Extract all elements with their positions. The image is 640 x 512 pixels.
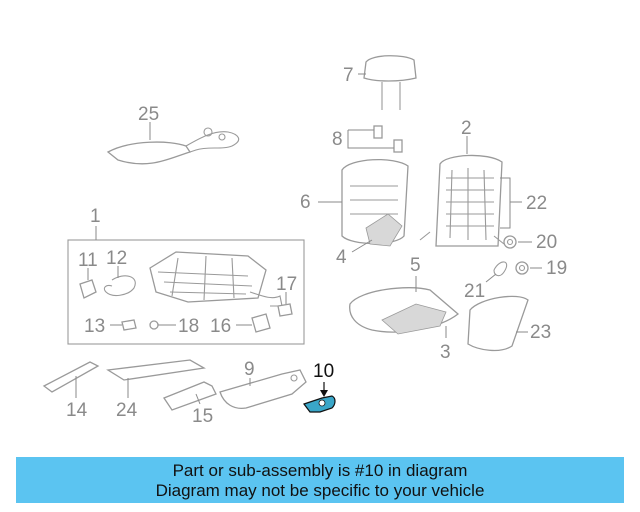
callout-1: 1 xyxy=(90,206,101,227)
part-24-pad xyxy=(106,359,206,398)
callout-12: 12 xyxy=(106,248,127,269)
callout-6: 6 xyxy=(300,192,311,213)
callout-20: 20 xyxy=(536,232,557,253)
callout-8: 8 xyxy=(332,129,343,150)
part-5-cushion-cover xyxy=(349,276,460,335)
callout-11: 11 xyxy=(78,250,98,271)
part-6-seatback-cover xyxy=(318,158,409,247)
callout-18: 18 xyxy=(178,316,199,337)
part-17-knob xyxy=(277,292,293,317)
part-1-cushion-frame-box xyxy=(67,226,305,345)
callout-19: 19 xyxy=(546,258,567,279)
callout-4: 4 xyxy=(336,247,347,268)
callout-22: 22 xyxy=(526,193,547,214)
part-10-highlighted-knob[interactable] xyxy=(303,382,336,413)
callout-9: 9 xyxy=(244,359,255,380)
banner-line-1: Part or sub-assembly is #10 in diagram xyxy=(172,461,468,480)
part-2-seatback-frame xyxy=(419,136,505,247)
part-18-bolt xyxy=(149,320,176,330)
seat-parts-diagram: 25 1 11 12 13 18 16 xyxy=(42,55,567,427)
part-16-motor xyxy=(236,313,271,333)
callout-2: 2 xyxy=(461,118,472,139)
part-12-cable xyxy=(103,266,136,297)
callout-13: 13 xyxy=(84,316,105,337)
part-9-side-trim xyxy=(219,369,307,410)
part-21-clip xyxy=(485,261,508,283)
callout-16: 16 xyxy=(210,316,231,337)
part-14-trim-strip xyxy=(42,361,100,398)
callout-21: 21 xyxy=(464,281,485,302)
callout-24: 24 xyxy=(116,400,138,421)
callout-3: 3 xyxy=(440,342,451,363)
part-25-wire-harness xyxy=(106,127,240,165)
part-19-cap xyxy=(515,261,542,275)
part-20-nut xyxy=(503,235,532,249)
callout-10[interactable]: 10 xyxy=(313,361,334,382)
callout-14: 14 xyxy=(66,400,88,421)
callout-15: 15 xyxy=(192,406,213,427)
part-23-back-panel xyxy=(467,295,529,352)
part-cushion-frame xyxy=(149,251,283,307)
info-banner: Part or sub-assembly is #10 in diagram D… xyxy=(16,457,624,503)
callout-5: 5 xyxy=(410,255,421,276)
callout-17: 17 xyxy=(276,274,297,295)
part-7-headrest xyxy=(358,55,417,110)
part-8-headrest-guide xyxy=(347,125,403,153)
callout-23: 23 xyxy=(530,322,551,343)
callout-7: 7 xyxy=(343,65,354,86)
part-15-trim-cover xyxy=(163,381,217,411)
banner-line-2: Diagram may not be specific to your vehi… xyxy=(155,481,485,500)
part-13-clip xyxy=(110,319,137,331)
part-11-bracket xyxy=(79,268,97,299)
callout-25: 25 xyxy=(138,104,159,125)
